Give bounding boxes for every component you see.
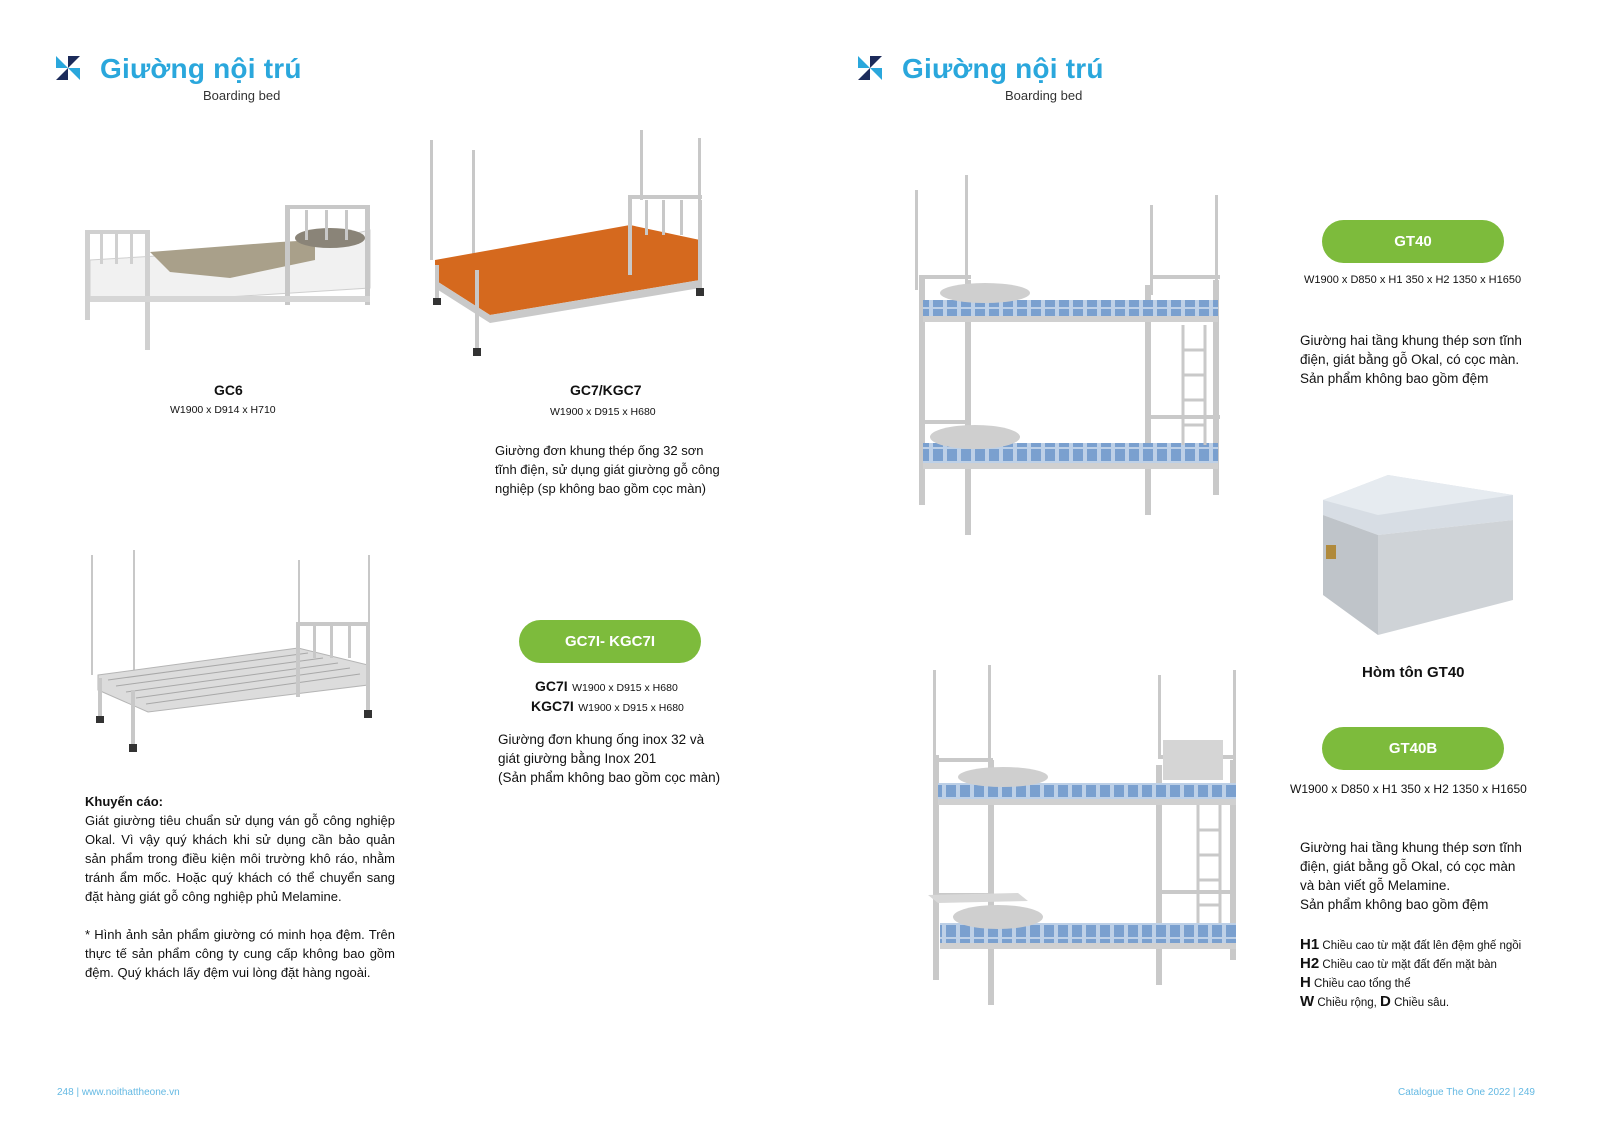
gc6-bed-image	[85, 205, 371, 350]
gc7-code: GC7/KGC7	[570, 382, 642, 398]
right-footer: Catalogue The One 2022 | 249	[1398, 1087, 1535, 1098]
metal-box-image	[1323, 475, 1513, 635]
brand-pinwheel-icon	[56, 56, 80, 80]
gc7i-bed-image	[91, 550, 372, 752]
recommendation-note: Khuyến cáo: Giát giường tiêu chuẩn sử dụ…	[85, 792, 395, 982]
gc7-bed-image	[430, 130, 704, 356]
legend-row: W Chiều rộng, D Chiều sâu.	[1300, 993, 1450, 1010]
gt40-dims: W1900 x D850 x H1 350 x H2 1350 x H1650	[1304, 274, 1522, 286]
page-title: Giường nội trú	[100, 53, 302, 84]
gc7i-badge: GC7I- KGC7I	[519, 620, 701, 663]
gc7i-spec-line-1: GC7I W1900 x D915 x H680	[535, 678, 678, 694]
gt40b-dims: W1900 x D850 x H1 350 x H2 1350 x H1650	[1290, 782, 1527, 796]
gc7-dims: W1900 x D915 x H680	[550, 406, 656, 418]
brand-pinwheel-icon	[858, 56, 882, 80]
note-heading: Khuyến cáo:	[85, 794, 164, 809]
gc7i-description: Giường đơn khung ống inox 32 và giát giư…	[498, 732, 721, 785]
box-label: Hòm tôn GT40	[1362, 664, 1465, 681]
page-title: Giường nội trú	[902, 53, 1104, 84]
note-paragraph-2: * Hình ảnh sản phẩm giường có minh họa đ…	[85, 927, 395, 980]
gt40b-bunk-bed-image	[928, 665, 1236, 1005]
legend-row: H1 Chiều cao từ mặt đất lên đệm ghế ngồi	[1300, 936, 1522, 953]
gc6-code: GC6	[214, 382, 243, 398]
gc7-description: Giường đơn khung thép ống 32 sơn tĩnh đi…	[495, 443, 720, 496]
gt40-description: Giường hai tầng khung thép sơn tĩnh điện…	[1300, 333, 1522, 386]
gt40b-badge: GT40B	[1322, 727, 1504, 770]
note-paragraph-1: Giát giường tiêu chuẩn sử dụng ván gỗ cô…	[85, 813, 395, 904]
gc7i-spec-line-2: KGC7I W1900 x D915 x H680	[531, 698, 684, 714]
gt40-bunk-bed-image	[915, 175, 1220, 535]
gt40-badge: GT40	[1322, 220, 1504, 263]
legend-row: H2 Chiều cao từ mặt đất đến mặt bàn	[1300, 955, 1497, 972]
gc6-dims: W1900 x D914 x H710	[170, 404, 276, 416]
page-subtitle: Boarding bed	[203, 88, 281, 103]
page-subtitle: Boarding bed	[1005, 88, 1083, 103]
left-footer: 248 | www.noithattheone.vn	[57, 1087, 180, 1098]
dimension-legend: H1 Chiều cao từ mặt đất lên đệm ghế ngồi…	[1300, 936, 1590, 1012]
gt40b-description: Giường hai tầng khung thép sơn tĩnh điện…	[1300, 840, 1522, 912]
legend-row: H Chiều cao tổng thể	[1300, 974, 1411, 991]
